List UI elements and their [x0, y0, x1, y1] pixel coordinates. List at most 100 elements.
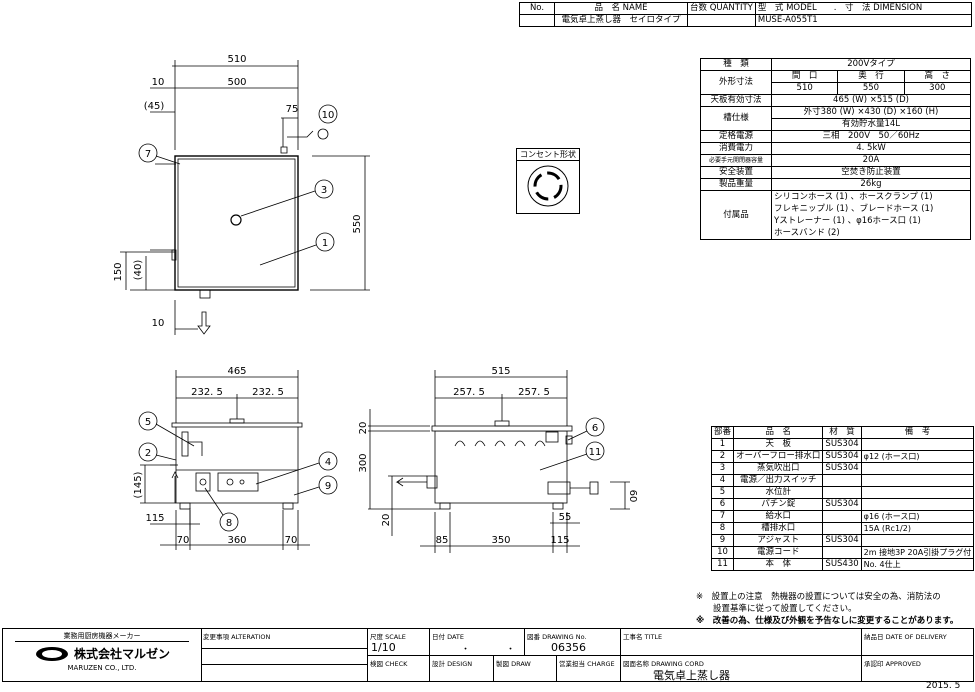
- spec-subheader: 間 口: [770, 70, 839, 83]
- spec-label: 天板有効寸法: [700, 94, 772, 107]
- company-logo-icon: [35, 646, 68, 661]
- parts-cell: [822, 486, 862, 499]
- dim-45: (45): [144, 101, 165, 112]
- parts-cell: 15A (Rc1/2): [860, 522, 975, 535]
- company-en: MARUZEN CO., LTD.: [67, 664, 137, 672]
- parts-cell: [860, 486, 975, 499]
- draw-label: 製図 DRAW: [496, 660, 531, 668]
- dim-55: 55: [559, 512, 572, 523]
- spec-label: 安全装置: [700, 166, 772, 179]
- header-name-value: 電気卓上蒸し器 セイロタイプ: [554, 14, 688, 27]
- parts-cell: φ16 (ホース口): [860, 510, 975, 523]
- note-line: 設置基準に従って設置してください。: [713, 604, 857, 614]
- parts-cell: SUS304: [822, 498, 862, 511]
- callout-8: 8: [226, 518, 232, 529]
- callout-6: 6: [592, 423, 598, 434]
- spec-value: 有効貯水量14L: [771, 118, 971, 131]
- parts-cell: 電源コード: [733, 546, 824, 559]
- parts-header: 品 名: [733, 426, 824, 439]
- parts-cell: [822, 546, 862, 559]
- parts-cell: 本 体: [733, 558, 824, 571]
- parts-header: 部番: [710, 426, 735, 439]
- parts-cell: 5: [710, 486, 735, 499]
- parts-cell: SUS304: [822, 462, 862, 475]
- title-label: 工事名 TITLE: [623, 633, 663, 641]
- dim-145: (145): [133, 471, 144, 498]
- parts-cell: 7: [710, 510, 735, 523]
- check-label: 検図 CHECK: [370, 660, 408, 668]
- spec-value: 200Vタイプ: [771, 58, 971, 71]
- parts-cell: SUS430: [822, 558, 862, 571]
- approved-label: 承認印 APPROVED: [864, 660, 921, 668]
- dim-257-5a: 257. 5: [453, 387, 485, 398]
- spec-label: 外形寸法: [700, 70, 772, 95]
- parts-cell: パチン錠: [733, 498, 824, 511]
- parts-cell: 3: [710, 462, 735, 475]
- spec-label: 消費電力: [700, 142, 772, 155]
- parts-cell: 水位計: [733, 486, 824, 499]
- dim-70b: 70: [285, 535, 298, 546]
- callout-5: 5: [145, 417, 151, 428]
- spec-subvalue: 550: [837, 82, 905, 95]
- parts-cell: 4: [710, 474, 735, 487]
- callout-4: 4: [325, 457, 331, 468]
- parts-cell: [822, 510, 862, 523]
- callout-7: 7: [145, 149, 151, 160]
- parts-cell: 9: [710, 534, 735, 547]
- spec-subheader: 高 さ: [903, 70, 972, 83]
- drawing-name: 電気卓上蒸し器: [653, 669, 730, 682]
- spec-accessory: フレキニップル (1) 、ブレードホース (1): [774, 204, 934, 214]
- dim-20: 20: [358, 422, 369, 435]
- parts-cell: 給水口: [733, 510, 824, 523]
- maker-note: 業務用厨房機器メーカー: [15, 631, 189, 642]
- callout-9: 9: [325, 481, 331, 492]
- spec-label: 槽仕様: [700, 106, 772, 131]
- spec-accessory: ホースバンド (2): [774, 228, 840, 238]
- design-label: 設計 DESIGN: [432, 660, 473, 668]
- parts-cell: SUS304: [822, 450, 862, 463]
- dim-500: 500: [227, 77, 246, 88]
- spec-value: 三相 200V 50／60Hz: [771, 130, 971, 143]
- spec-subvalue: 510: [770, 82, 839, 95]
- parts-cell: [860, 438, 975, 451]
- dim-360: 360: [227, 535, 246, 546]
- delivery-label: 納品日 DATE OF DELIVERY: [864, 633, 947, 641]
- dim-10: 10: [152, 77, 165, 88]
- parts-cell: [822, 474, 862, 487]
- parts-cell: 8: [710, 522, 735, 535]
- callout-1: 1: [322, 238, 328, 249]
- dim-75: 75: [286, 104, 299, 115]
- parts-cell: 2m 接地3P 20A引掛プラグ付: [860, 546, 975, 559]
- note-line: ※ 改善の為、仕様及び外観を予告なしに変更することがあります。: [696, 616, 959, 626]
- dim-510: 510: [227, 54, 246, 65]
- parts-header: 材 質: [822, 426, 862, 439]
- alteration-cell: 変更事項 ALTERATION: [203, 633, 271, 641]
- dim-257-5b: 257. 5: [518, 387, 550, 398]
- dim-232-5a: 232. 5: [191, 387, 223, 398]
- dim-150: 150: [113, 262, 124, 281]
- parts-cell: [860, 534, 975, 547]
- technical-drawing: 510 500 10 (45) 75 550 150 (40) 10 465 2…: [113, 54, 638, 553]
- parts-cell: No. 4仕上: [860, 558, 975, 571]
- parts-cell: 10: [710, 546, 735, 559]
- parts-header: 備 考: [860, 426, 975, 439]
- spec-label: 必要手元開閉器容量: [700, 154, 772, 167]
- spec-label: 付属品: [700, 190, 772, 240]
- parts-cell: オーバーフロー排水口: [733, 450, 824, 463]
- parts-cell: [860, 498, 975, 511]
- notes: ※ 設置上の注意 熱機器の設置については安全の為、消防法の 設置基準に従って設置…: [696, 591, 958, 627]
- dim-10b: 10: [152, 318, 165, 329]
- header-model-value: MUSE-A055T1: [754, 14, 973, 27]
- dim-115: 115: [145, 513, 164, 524]
- title-block: 業務用厨房機器メーカー 株式会社マルゼン MARUZEN CO., LTD. 変…: [2, 628, 974, 682]
- date-label: 日付 DATE: [432, 633, 464, 641]
- note-line: ※ 設置上の注意 熱機器の設置については安全の為、消防法の: [696, 592, 941, 602]
- parts-cell: [860, 462, 975, 475]
